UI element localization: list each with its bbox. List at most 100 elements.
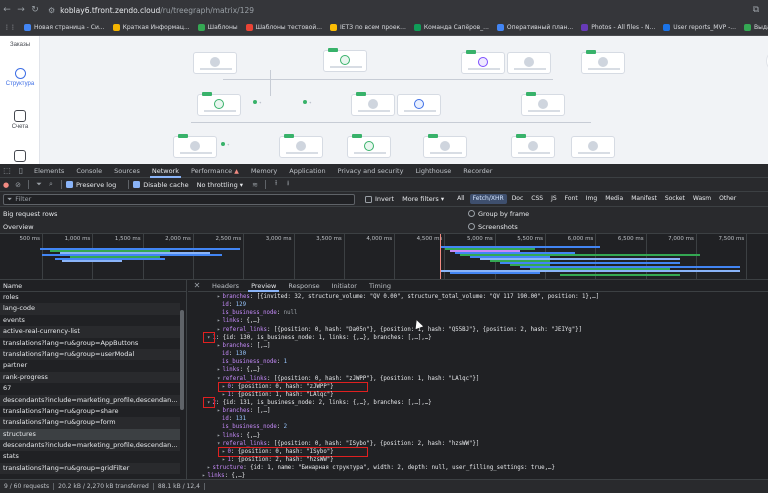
request-row[interactable]: active-real-currency-list [0,326,180,338]
filter-chip-manifest[interactable]: Manifest [631,195,657,202]
bookmark-item[interactable]: Шаблоны тестовой... [242,24,326,31]
empty-slot[interactable]: + [303,98,311,106]
sidebar-item-structure[interactable]: Структура [0,68,40,87]
translate-icon[interactable]: ⧉ [752,5,760,15]
devtools-tab-application[interactable]: Application [289,166,326,175]
expanded-arrow-icon[interactable]: ▾ [217,375,221,382]
filter-chip-js[interactable]: JS [551,195,557,202]
request-row[interactable]: stats [3,452,19,461]
bookmark-item[interactable]: Оперативный план... [493,24,577,31]
tree-node[interactable] [511,134,555,158]
expanded-arrow-icon[interactable]: ▾ [217,440,221,447]
disable-cache-checkbox[interactable]: Disable cache [133,181,189,189]
name-column-header[interactable]: Name [0,280,186,292]
devtools-tab-elements[interactable]: Elements [34,166,65,175]
json-line[interactable]: ▸links: {,…} [217,432,261,439]
devtools-tab-performance[interactable]: Performance▲ [190,166,239,175]
tree-node[interactable] [507,52,551,74]
bookmark-item[interactable]: Шаблоны [194,24,242,31]
tree-node[interactable] [521,92,565,116]
tree-node[interactable] [323,48,367,72]
record-icon[interactable]: ● [2,180,10,189]
json-line[interactable]: id: 130 [222,351,246,358]
json-line[interactable]: ▸1: {position: 2, hash: "hzsWW"} [222,457,334,463]
overview-label[interactable]: Overview [3,222,34,231]
request-row[interactable]: events [3,315,25,324]
collapsed-arrow-icon[interactable]: ▸ [222,457,226,463]
preserve-log-checkbox[interactable]: Preserve log [66,181,116,189]
json-line[interactable]: ▸0: {position: 0, hash: "ISybo"} [222,448,334,455]
tree-node[interactable] [197,92,241,116]
collapsed-arrow-icon[interactable]: ▸ [222,448,226,455]
empty-slot[interactable]: + [253,98,261,106]
devtools-tab-lighthouse[interactable]: Lighthouse [415,166,452,175]
detail-tab-initiator[interactable]: Initiator [331,281,357,290]
request-row[interactable]: translations?lang=ru&group=userModal [0,348,180,361]
request-row[interactable]: descendants?include=marketing_profile,de… [0,440,180,452]
sidebar-item-orders[interactable]: Заказы [0,42,40,48]
collapsed-arrow-icon[interactable]: ▸ [217,326,221,333]
site-info-icon[interactable]: ⚙ [48,5,56,15]
group-by-frame-checkbox[interactable]: Group by frame [468,210,529,218]
device-toolbar-icon[interactable]: ▯ [18,166,24,175]
big-request-rows-label[interactable]: Big request rows [3,209,58,218]
devtools-tab-console[interactable]: Console [76,166,103,175]
json-line[interactable]: id: 129 [222,302,246,309]
tree-node[interactable] [423,134,467,158]
tree-node[interactable] [173,134,217,158]
request-row[interactable]: translations?lang=ru&group=gridFilter [0,462,180,475]
bookmark-item[interactable]: Photos - All files - N... [577,24,659,31]
json-line[interactable]: ▸structure: {id: 1, name: "Бинарная стру… [207,465,555,472]
detail-tab-response[interactable]: Response [288,281,320,290]
export-har-icon[interactable]: ⭳ [286,179,290,187]
json-line[interactable]: ▾referal_links: [{position: 0, hash: "zJ… [217,375,480,382]
search-icon[interactable]: ⌕ [49,180,53,188]
json-line[interactable]: id: 131 [222,416,246,423]
url-field[interactable]: ⚙ koblay6.tfront.zendo.cloud /ru/treegra… [48,3,744,17]
collapsed-arrow-icon[interactable]: ▸ [217,408,221,415]
filter-chip-css[interactable]: CSS [531,195,544,202]
throttling-select[interactable]: No throttling ▾ [196,180,244,189]
screenshots-checkbox[interactable]: Screenshots [468,223,518,231]
collapsed-arrow-icon[interactable]: ▸ [217,367,221,374]
filter-chip-media[interactable]: Media [605,195,624,202]
filter-icon[interactable]: ⏷ [36,180,42,188]
json-line[interactable]: ▸0: {position: 0, hash: "zJWPP"} [222,383,334,390]
close-icon[interactable]: ✕ [193,281,201,290]
tree-node[interactable] [347,134,391,158]
request-list-scrollbar[interactable] [180,310,184,410]
empty-slot[interactable]: + [221,140,229,148]
wifi-icon[interactable]: ≋ [252,180,258,189]
devtools-tab-sources[interactable]: Sources [114,166,140,175]
bookmark-item[interactable]: Краткая Информац... [109,24,194,31]
json-line[interactable]: ▸1: {position: 1, hash: "LAlqc"} [222,391,334,398]
tree-node[interactable] [397,94,441,116]
json-line[interactable]: ▸links: {,…} [217,367,261,374]
request-row[interactable]: translations?lang=ru&group=share [3,406,119,415]
json-line[interactable]: is_business_node: null [222,310,298,317]
bookmark-item[interactable]: IETЗ по всем проек... [326,24,410,31]
request-row[interactable]: roles [3,293,19,301]
bookmark-item[interactable]: Выдача доступов [... [740,24,768,31]
json-line[interactable]: ▸links: {,…} [217,318,261,325]
request-row[interactable]: structures [0,428,180,441]
tree-node[interactable] [581,50,625,74]
apps-icon[interactable]: ⋮⋮ [4,24,16,31]
collapsed-arrow-icon[interactable]: ▸ [217,342,221,349]
bookmark-item[interactable]: Новая страница - Си... [20,24,109,31]
expanded-arrow-icon[interactable]: ▾ [207,334,211,341]
tree-node[interactable] [351,92,395,116]
filter-chip-doc[interactable]: Doc [511,195,524,202]
collapsed-arrow-icon[interactable]: ▸ [217,432,221,439]
sidebar-item-accounts[interactable]: Счета [0,110,40,130]
json-line[interactable]: ▸branches: [,…] [217,342,271,349]
forward-icon[interactable]: → [17,5,25,15]
sidebar-item-more[interactable] [0,150,40,164]
request-row[interactable]: 67 [3,384,12,393]
filter-chip-wasm[interactable]: Wasm [692,195,712,202]
devtools-tab-recorder[interactable]: Recorder [463,166,493,175]
json-line[interactable]: is_business_node: 2 [222,424,288,431]
filter-chip-img[interactable]: Img [585,195,598,202]
more-filters-select[interactable]: More filters ▾ [402,195,445,203]
request-row[interactable]: translations?lang=ru&group=AppButtons [3,338,139,347]
